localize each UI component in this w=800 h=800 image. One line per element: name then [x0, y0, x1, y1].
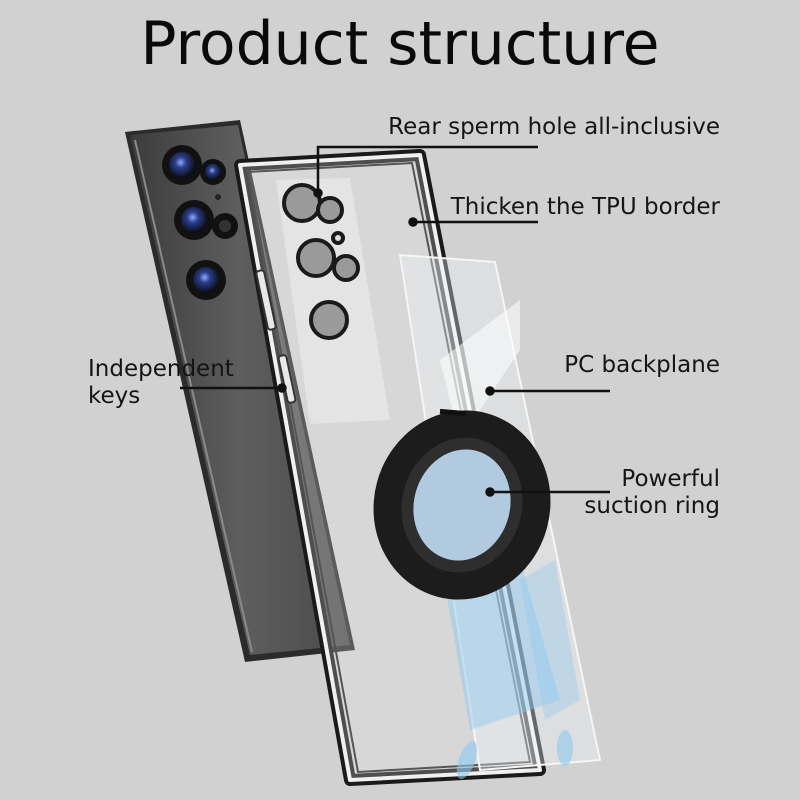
callout-keys-line2: keys: [88, 383, 141, 409]
leader-lines: [180, 145, 610, 497]
suction-ring: [373, 408, 551, 600]
page-title: Product structure: [140, 9, 660, 79]
frame-volume-key: [255, 269, 277, 331]
phone-camera-cluster: [162, 145, 238, 300]
frame-power-key: [277, 354, 297, 404]
leader-rear-hole: [316, 145, 538, 193]
frame-camera-rings: [282, 183, 360, 340]
callout-ring-line2: suction ring: [584, 493, 720, 519]
phone-body: [125, 120, 355, 662]
callout-tpu-border: Thicken the TPU border: [450, 194, 720, 220]
callout-keys-line1: Independent: [88, 356, 234, 382]
callout-ring-line1: Powerful: [621, 466, 720, 492]
callout-pc-backplane: PC backplane: [564, 352, 720, 378]
callout-rear-hole: Rear sperm hole all-inclusive: [388, 114, 720, 140]
